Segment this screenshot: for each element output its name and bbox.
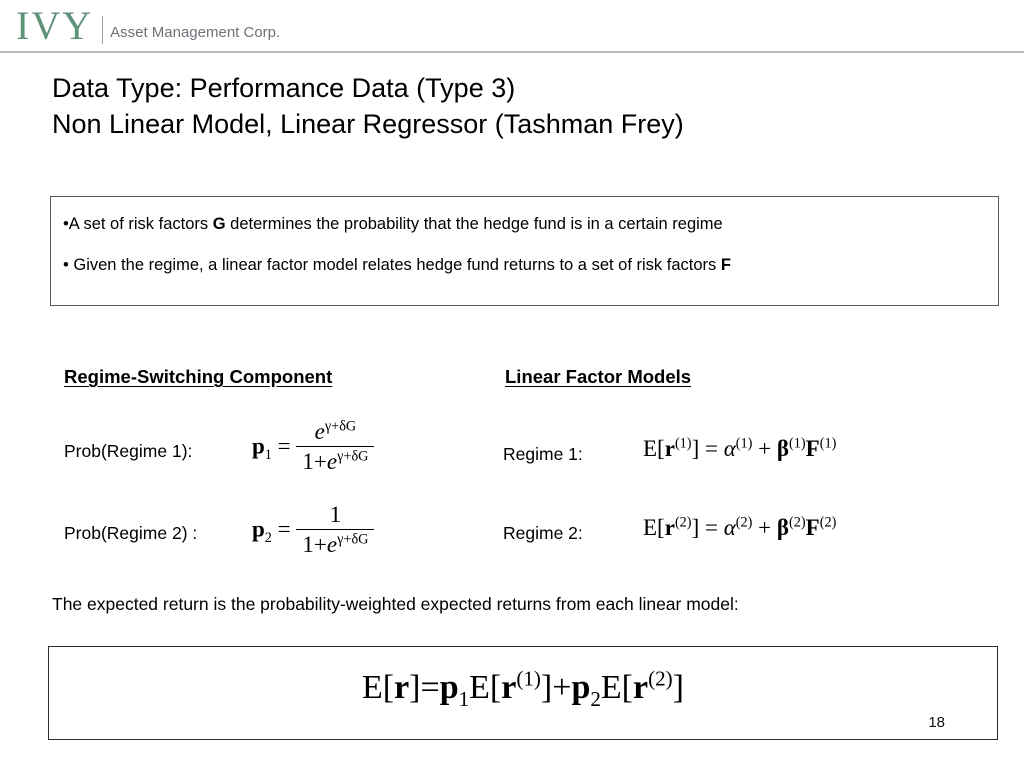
bullet-text-before: A set of risk factors <box>68 215 213 233</box>
formula-expected-return: E[r]=p1E[r(1)]+p2E[r(2)] <box>49 666 997 709</box>
formula-p1-num-exponent: γ+δG <box>324 418 357 435</box>
formula-r2-F: F <box>805 515 820 540</box>
formula-r2-r-superscript: (2) <box>674 514 692 531</box>
formula-r2-expectation-open: E[ <box>643 515 665 540</box>
final-E1-open: E[ <box>469 669 502 706</box>
label-prob-regime-2: Prob(Regime 2) : <box>64 523 198 543</box>
formula-r2-alpha-superscript: (2) <box>735 514 753 531</box>
formula-r1-F: F <box>805 436 820 461</box>
final-r1: r <box>501 669 517 706</box>
formula-p1-num-e: e <box>314 419 325 444</box>
formula-p1-fraction: eγ+δG 1+eγ+δG <box>296 418 375 475</box>
heading-linear-factor-models: Linear Factor Models <box>505 366 692 387</box>
formula-p1-den-exponent: γ+δG <box>337 448 369 465</box>
bullet-item-1: •A set of risk factors G determines the … <box>63 214 723 234</box>
formula-p2-den-one: 1 <box>302 532 314 557</box>
label-prob-regime-1: Prob(Regime 1): <box>64 441 193 461</box>
final-close1: ] <box>540 669 553 706</box>
final-p2: p <box>571 669 591 706</box>
formula-r1-r-superscript: (1) <box>674 435 692 452</box>
final-r1-superscript: (1) <box>516 666 541 691</box>
final-close: ] <box>409 669 421 706</box>
formula-p2-fraction: 1 1+eγ+δG <box>296 502 375 558</box>
final-p1: p <box>439 669 459 706</box>
formula-prob-regime-1: p1 = eγ+δG 1+eγ+δG <box>252 418 375 476</box>
formula-p1-denominator: 1+eγ+δG <box>296 447 374 475</box>
result-equation-box: E[r]=p1E[r(1)]+p2E[r(2)] 18 <box>48 646 998 740</box>
final-p2-subscript: 2 <box>590 686 601 711</box>
formula-p2-numerator: 1 <box>296 502 375 530</box>
formula-p2-subscript: 2 <box>264 529 272 546</box>
bullet-emphasis-g: G <box>212 215 226 233</box>
page-number: 18 <box>928 714 945 731</box>
final-r2-superscript: (2) <box>648 666 673 691</box>
formula-r1-alpha: α <box>723 436 736 461</box>
bullet-text-before: Given the regime, a linear factor model … <box>68 256 721 274</box>
bullet-emphasis-f: F <box>720 256 731 274</box>
bullet-marker: • <box>63 256 69 274</box>
formula-p1-equals: = <box>277 433 291 459</box>
logo-tagline: Asset Management Corp. <box>110 24 281 41</box>
title-line-2: Non Linear Model, Linear Regressor (Tash… <box>52 109 684 139</box>
formula-r1-expectation-open: E[ <box>643 436 665 461</box>
formula-r1-r: r <box>664 436 675 461</box>
logo-divider <box>102 16 104 44</box>
slide-header: IVY Asset Management Corp. <box>0 0 1024 56</box>
bullet-box: •A set of risk factors G determines the … <box>50 196 999 306</box>
final-E-open: E[ <box>361 669 395 706</box>
formula-r1-F-superscript: (1) <box>819 435 837 452</box>
formula-r1-beta-superscript: (1) <box>789 435 806 452</box>
formula-p2-num-one: 1 <box>329 502 342 527</box>
formula-p2-var: p <box>252 516 265 542</box>
final-r2: r <box>633 669 649 706</box>
formula-p2-den-e: e <box>326 532 338 557</box>
formula-p1-subscript: 1 <box>264 446 272 463</box>
formula-r1-equals: = <box>704 436 718 461</box>
header-rule <box>0 51 1024 53</box>
formula-regime-2: E[r(2)] = α(2) + β(2)F(2) <box>643 515 836 541</box>
formula-r2-r: r <box>664 515 675 540</box>
formula-r1-close: ] <box>691 436 700 461</box>
formula-r2-alpha: α <box>723 515 736 540</box>
formula-r2-F-superscript: (2) <box>819 514 837 531</box>
final-plus: + <box>552 669 572 706</box>
formula-p1-den-e: e <box>326 449 338 474</box>
formula-p1-var: p <box>252 433 265 459</box>
formula-p2-den-plus: + <box>313 532 327 557</box>
formula-r2-equals: = <box>704 515 718 540</box>
final-equals: = <box>420 669 440 706</box>
final-E2-open: E[ <box>600 669 633 706</box>
formula-p1-den-plus: + <box>313 449 327 474</box>
formula-p1-numerator: eγ+δG <box>296 418 375 447</box>
formula-r2-plus: + <box>758 515 772 540</box>
bullet-marker: • <box>63 215 69 233</box>
formula-p1-den-one: 1 <box>302 449 314 474</box>
caption-expected-return: The expected return is the probability-w… <box>52 594 739 614</box>
formula-r2-beta-superscript: (2) <box>789 514 806 531</box>
formula-r1-beta: β <box>776 436 790 461</box>
formula-p2-denominator: 1+eγ+δG <box>296 530 374 558</box>
formula-p2-equals: = <box>277 516 291 542</box>
page-title: Data Type: Performance Data (Type 3) Non… <box>52 70 982 142</box>
heading-regime-switching-component: Regime-Switching Component <box>64 366 333 387</box>
logo-wordmark: IVY <box>16 3 94 48</box>
formula-regime-1: E[r(1)] = α(1) + β(1)F(1) <box>643 436 836 462</box>
brand-logo: IVY Asset Management Corp. <box>16 6 280 46</box>
formula-p2-den-exponent: γ+δG <box>337 531 369 548</box>
final-close2: ] <box>672 669 684 706</box>
final-p1-subscript: 1 <box>458 686 470 711</box>
label-regime-2: Regime 2: <box>503 523 583 543</box>
title-line-1: Data Type: Performance Data (Type 3) <box>52 73 516 103</box>
label-regime-1: Regime 1: <box>503 444 583 464</box>
formula-r2-beta: β <box>776 515 790 540</box>
formula-prob-regime-2: p2 = 1 1+eγ+δG <box>252 502 375 559</box>
bullet-item-2: • Given the regime, a linear factor mode… <box>63 255 731 275</box>
formula-r1-plus: + <box>758 436 772 461</box>
formula-r2-close: ] <box>691 515 700 540</box>
final-r: r <box>394 669 410 706</box>
bullet-text-after: determines the probability that the hedg… <box>225 215 723 233</box>
formula-r1-alpha-superscript: (1) <box>735 435 753 452</box>
